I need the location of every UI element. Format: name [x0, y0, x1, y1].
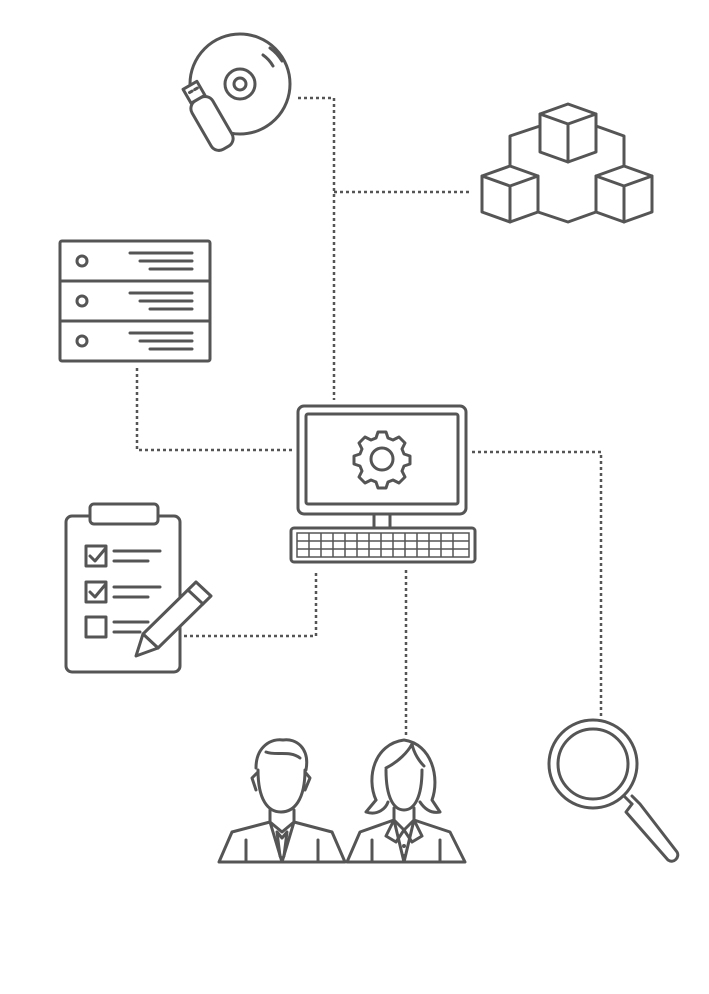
clipboard-checklist-icon [64, 502, 213, 674]
gear-icon [352, 430, 412, 490]
connector-disc-trunk [298, 96, 336, 400]
pencil-icon [134, 580, 213, 658]
woman-icon [345, 738, 467, 864]
man-icon [217, 738, 347, 864]
connectors [135, 96, 603, 735]
connector-server [135, 368, 292, 452]
server-rack-icon [58, 239, 212, 363]
connector-magnifier [472, 450, 603, 718]
keyboard-keys [296, 532, 470, 558]
disc-usb-icon [181, 32, 292, 152]
computer-gear-icon [289, 404, 477, 564]
connector-clipboard [184, 572, 318, 638]
magnifier-icon [547, 718, 680, 863]
users-icon [217, 738, 467, 864]
cubes-icon [480, 102, 654, 224]
